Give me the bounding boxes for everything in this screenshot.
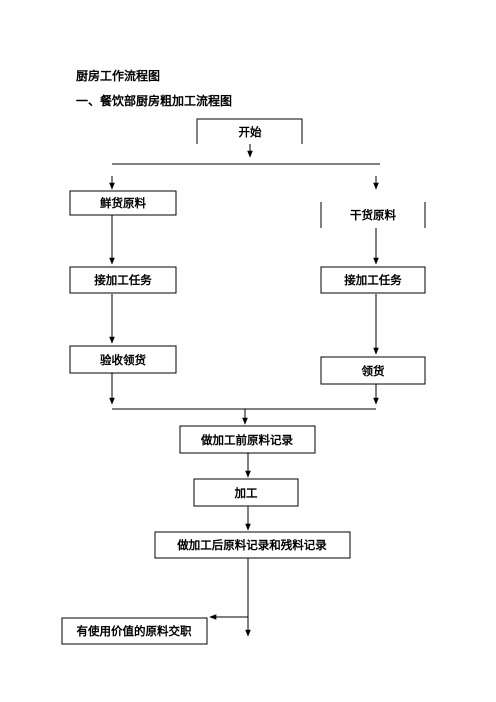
node-pre-processing-record-label: 做加工前原料记录 <box>200 433 293 447</box>
node-pre-processing-record: 做加工前原料记录 <box>179 425 316 454</box>
node-start: 开始 <box>196 118 303 144</box>
node-useful-material-handover: 有使用价值的原料交职 <box>61 617 208 645</box>
node-dry-material: 干货原料 <box>320 202 426 228</box>
node-receive-task-left: 接加工任务 <box>69 266 177 294</box>
node-post-processing-record-label: 做加工后原料记录和残料记录 <box>176 538 327 552</box>
node-collect-goods-label: 领货 <box>361 364 385 378</box>
node-processing-label: 加工 <box>234 486 258 500</box>
node-useful-material-handover-label: 有使用价值的原料交职 <box>77 624 192 638</box>
section-title: 一、餐饮部厨房粗加工流程图 <box>76 94 233 108</box>
node-fresh-material: 鲜货原料 <box>69 190 177 216</box>
node-inspect-receive: 验收领货 <box>69 345 177 374</box>
node-receive-task-right: 接加工任务 <box>320 266 426 294</box>
node-collect-goods: 领货 <box>320 356 426 385</box>
node-processing: 加工 <box>193 478 299 507</box>
connectors <box>109 144 380 637</box>
document-title: 厨房工作流程图 <box>76 69 161 83</box>
node-start-label: 开始 <box>239 125 262 139</box>
node-fresh-material-label: 鲜货原料 <box>100 196 146 210</box>
node-post-processing-record: 做加工后原料记录和残料记录 <box>154 531 351 559</box>
node-dry-material-label: 干货原料 <box>350 208 396 222</box>
node-receive-task-right-label: 接加工任务 <box>344 273 402 287</box>
node-receive-task-left-label: 接加工任务 <box>94 273 152 287</box>
node-inspect-receive-label: 验收领货 <box>100 353 146 367</box>
